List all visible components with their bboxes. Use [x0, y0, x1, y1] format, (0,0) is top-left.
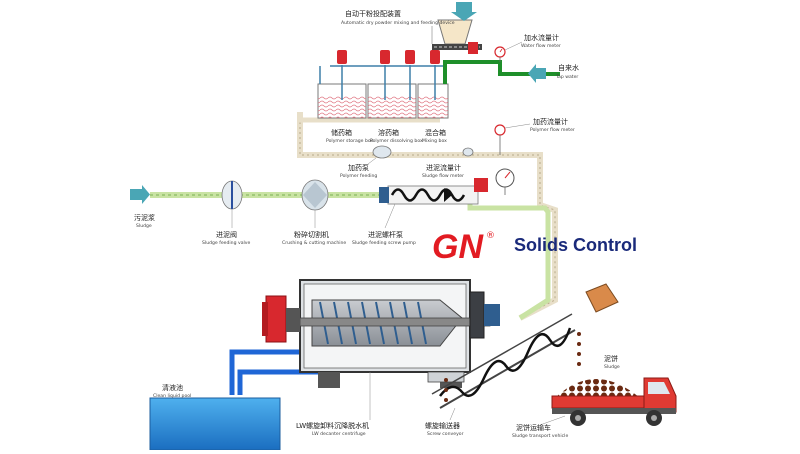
screw-pump-label-en: Sludge feeding screw pump: [352, 240, 416, 246]
polymer-meter-label: 加药流量计: [533, 117, 568, 126]
crusher-label-en: Crushing & cutting machine: [282, 240, 346, 246]
conveyor-motor: [585, 283, 619, 313]
truck-bed: [551, 395, 645, 409]
clean-liquid-pool: [149, 397, 281, 451]
polymer-pump-label-en: Polymer feeding: [340, 173, 377, 179]
registered-mark: ®: [486, 231, 495, 241]
conveyor-label: 螺旋输送器: [425, 421, 460, 430]
chemical-dosing-system: 自动干粉投配装置 Automatic dry powder mixing and…: [297, 2, 579, 321]
vehicle-label: 泥饼运输车: [516, 423, 551, 432]
dissolving-label-en: Polymer dissolving box: [370, 138, 423, 144]
conveyor-label-en: Screw conveyor: [427, 431, 464, 437]
dissolving-tank-liquid: [368, 96, 416, 118]
storage-tank-liquid: [318, 96, 366, 118]
tap-water-arrow-icon: [536, 68, 546, 79]
storage-label-en: Polymer storage box: [326, 138, 374, 144]
sludge-label-en: Sludge: [136, 223, 152, 229]
mixing-label-en: Mixing box: [422, 138, 447, 144]
clean-pool-label-en: Clean liquid pool: [153, 393, 191, 399]
tap-water-label-en: Tap water: [555, 74, 578, 80]
sludge-inlet-arrow-icon: [130, 189, 142, 200]
clean-pool-label: 清液池: [162, 383, 183, 392]
powder-feeder: [432, 2, 482, 54]
powder-arrow-icon: [456, 2, 472, 12]
sludge-meter-label: 进泥流量计: [426, 163, 461, 172]
sludge-label: 污泥浆: [134, 213, 155, 222]
water-meter-label-en: Water flow meter: [521, 43, 561, 49]
sludge-feed-line: 污泥浆 Sludge 进泥阀 Sludge feeding valve 粉碎切割…: [130, 163, 551, 321]
gn-logo: GN: [432, 228, 484, 266]
sludge-transport-truck: 泥饼 Sludge: [551, 354, 677, 426]
powder-device-label-en: Automatic dry powder mixing and feeding …: [341, 20, 455, 26]
cake-label: 泥饼: [604, 354, 618, 363]
crusher-label: 粉碎切割机: [294, 230, 329, 239]
dissolving-label: 溶药箱: [378, 128, 399, 137]
polymer-pump: [372, 145, 392, 159]
screw-pump-label: 进泥螺杆泵: [368, 230, 403, 239]
feed-valve-label-en: Sludge feeding valve: [202, 240, 251, 246]
water-meter-label: 加水流量计: [524, 33, 559, 42]
screw-conveyor: [431, 283, 619, 409]
powder-device-label: 自动干粉投配装置: [345, 9, 401, 18]
cake-label-en: Sludge: [604, 364, 620, 370]
feed-valve-label: 进泥阀: [216, 230, 237, 239]
storage-label: 储药箱: [331, 128, 352, 137]
decanter-label: LW螺旋卸料沉降脱水机: [296, 421, 369, 430]
polymer-flow-meter: [494, 124, 506, 136]
sludge-meter-label-en: Sludge flow meter: [422, 173, 464, 179]
polymer-meter-label-en: Polymer flow meter: [530, 127, 575, 133]
tap-water-label: 自来水: [558, 63, 579, 72]
polymer-pump-label: 加药泵: [348, 163, 369, 172]
mixing-label: 混合箱: [425, 128, 446, 137]
brand-logo: GN ® Solids Control: [432, 228, 637, 266]
decanter-label-en: LW decanter centrifuge: [312, 431, 366, 437]
brand-tagline: Solids Control: [514, 235, 637, 255]
sludge-cake-pile: [555, 379, 640, 398]
decanter-centrifuge: [262, 279, 500, 388]
mixing-tank-liquid: [418, 96, 448, 118]
clean-liquid-pipe: [237, 369, 328, 395]
vehicle-label-en: Sludge transport vehicle: [512, 433, 568, 439]
drive-motor: [265, 295, 287, 343]
mixer-motors: [337, 50, 440, 64]
